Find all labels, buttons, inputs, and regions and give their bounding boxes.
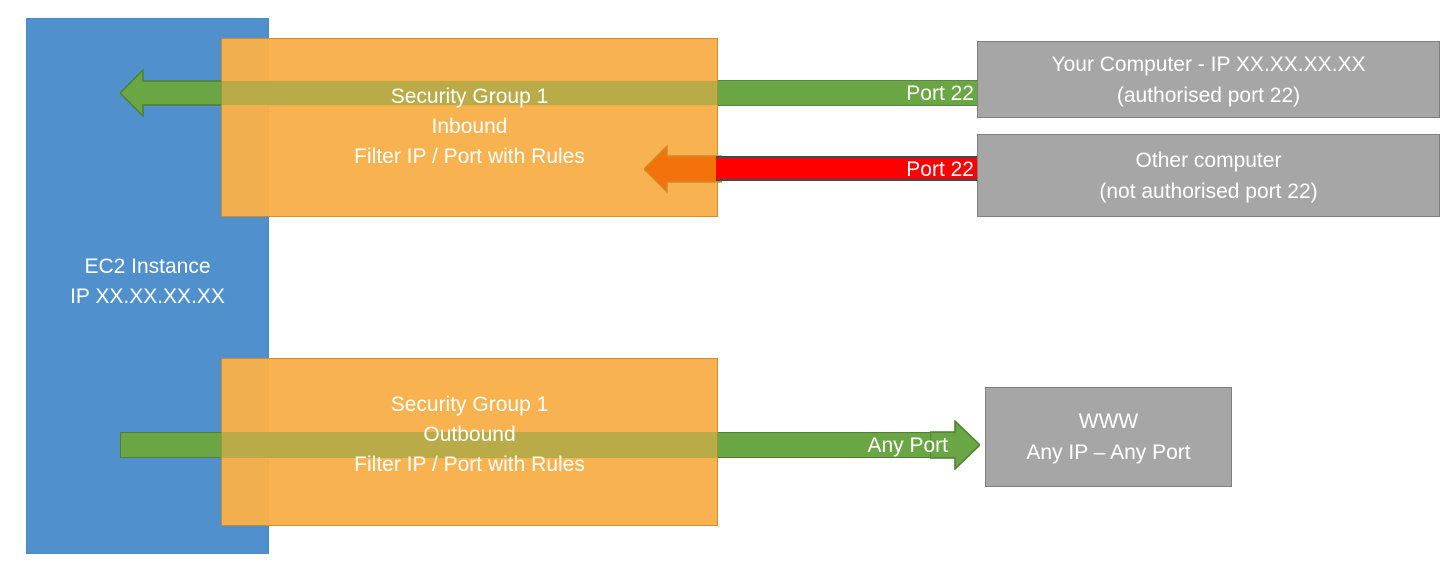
- endpoint-www: WWW Any IP – Any Port: [985, 387, 1232, 487]
- other-computer-line2: (not authorised port 22): [1099, 179, 1318, 203]
- blocked-inbound-line: [716, 156, 980, 181]
- security-group-inbound-box: [221, 38, 718, 217]
- allowed-inbound-line: [716, 80, 980, 106]
- blocked-inbound-arrow: [644, 144, 722, 194]
- other-computer-line1: Other computer: [1135, 148, 1282, 172]
- endpoint-your-computer: Your Computer - IP XX.XX.XX.XX (authoris…: [977, 41, 1440, 118]
- security-group-outbound-box: [221, 358, 718, 526]
- your-computer-line1: Your Computer - IP XX.XX.XX.XX: [1051, 52, 1366, 76]
- inbound-arrow-overlay-inbound-sg: [221, 81, 718, 105]
- ec2-instance-label: EC2 Instance IP XX.XX.XX.XX: [26, 252, 269, 312]
- www-line1: WWW: [1078, 410, 1139, 433]
- www-line2: Any IP – Any Port: [1026, 441, 1191, 464]
- your-computer-line2: (authorised port 22): [1116, 83, 1301, 107]
- ec2-instance-ip: IP XX.XX.XX.XX: [70, 285, 225, 308]
- allowed-outbound-arrowhead: [930, 420, 980, 470]
- endpoint-other-computer: Other computer (not authorised port 22): [977, 134, 1440, 217]
- ec2-instance-name: EC2 Instance: [84, 255, 211, 278]
- outbound-arrow-overlay-outbound-sg: [221, 432, 718, 458]
